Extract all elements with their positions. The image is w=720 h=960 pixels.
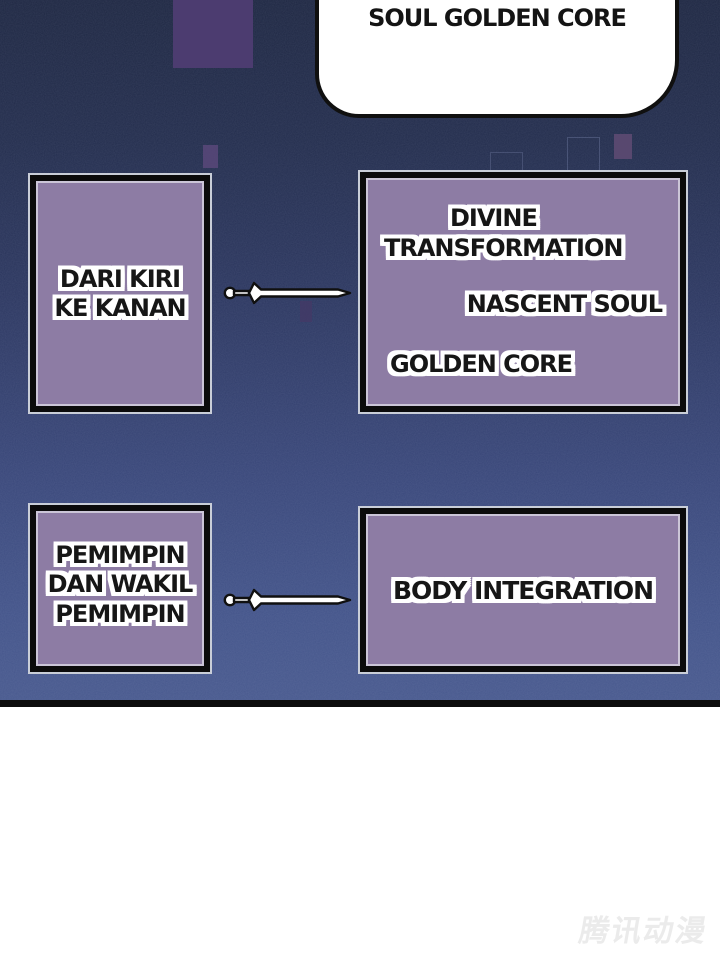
background-shape-outline <box>567 137 600 172</box>
leader-line-3: PEMIMPIN <box>55 599 185 628</box>
diagram-box-leader: PEMIMPIN DAN WAKIL PEMIMPIN <box>28 503 212 674</box>
leader-line-1: PEMIMPIN <box>55 541 185 569</box>
speech-bubble: SOUL GOLDEN CORE <box>315 0 679 118</box>
body-integration-label: BODY INTEGRATION <box>392 576 654 605</box>
background-shape <box>203 145 218 168</box>
background-shape <box>614 134 632 159</box>
stage-label-nascent-soul: NASCENT SOUL <box>466 290 663 318</box>
stage-label-divine: DIVINE <box>450 204 538 232</box>
diagram-box-reading-order: DARI KIRI KE KANAN <box>28 173 212 414</box>
leader-line-2: DAN WAKIL <box>47 570 194 599</box>
background-shape <box>173 0 253 68</box>
diagram-box-stages: DIVINE TRANSFORMATION NASCENT SOUL GOLDE… <box>358 170 688 414</box>
sword-arrow-icon <box>223 281 352 305</box>
sword-arrow-icon <box>223 588 352 612</box>
stage-label-transformation: TRANSFORMATION <box>384 234 623 262</box>
speech-bubble-text: SOUL GOLDEN CORE <box>368 4 627 32</box>
publisher-watermark: 腾讯动漫 <box>576 914 711 949</box>
stage-label-golden-core: GOLDEN CORE <box>390 350 573 378</box>
reading-order-label: DARI KIRI KE KANAN <box>36 265 204 324</box>
diagram-box-body-integration: BODY INTEGRATION <box>358 506 688 674</box>
background-shape <box>300 301 312 322</box>
reading-order-line-1: DARI KIRI <box>59 265 181 293</box>
leader-label: PEMIMPIN DAN WAKIL PEMIMPIN <box>36 541 204 629</box>
background-shape-outline <box>490 152 523 172</box>
reading-order-line-2: KE KANAN <box>54 294 186 323</box>
comic-panel: SOUL GOLDEN CORE DARI KIRI KE KANAN DIVI… <box>0 0 720 707</box>
